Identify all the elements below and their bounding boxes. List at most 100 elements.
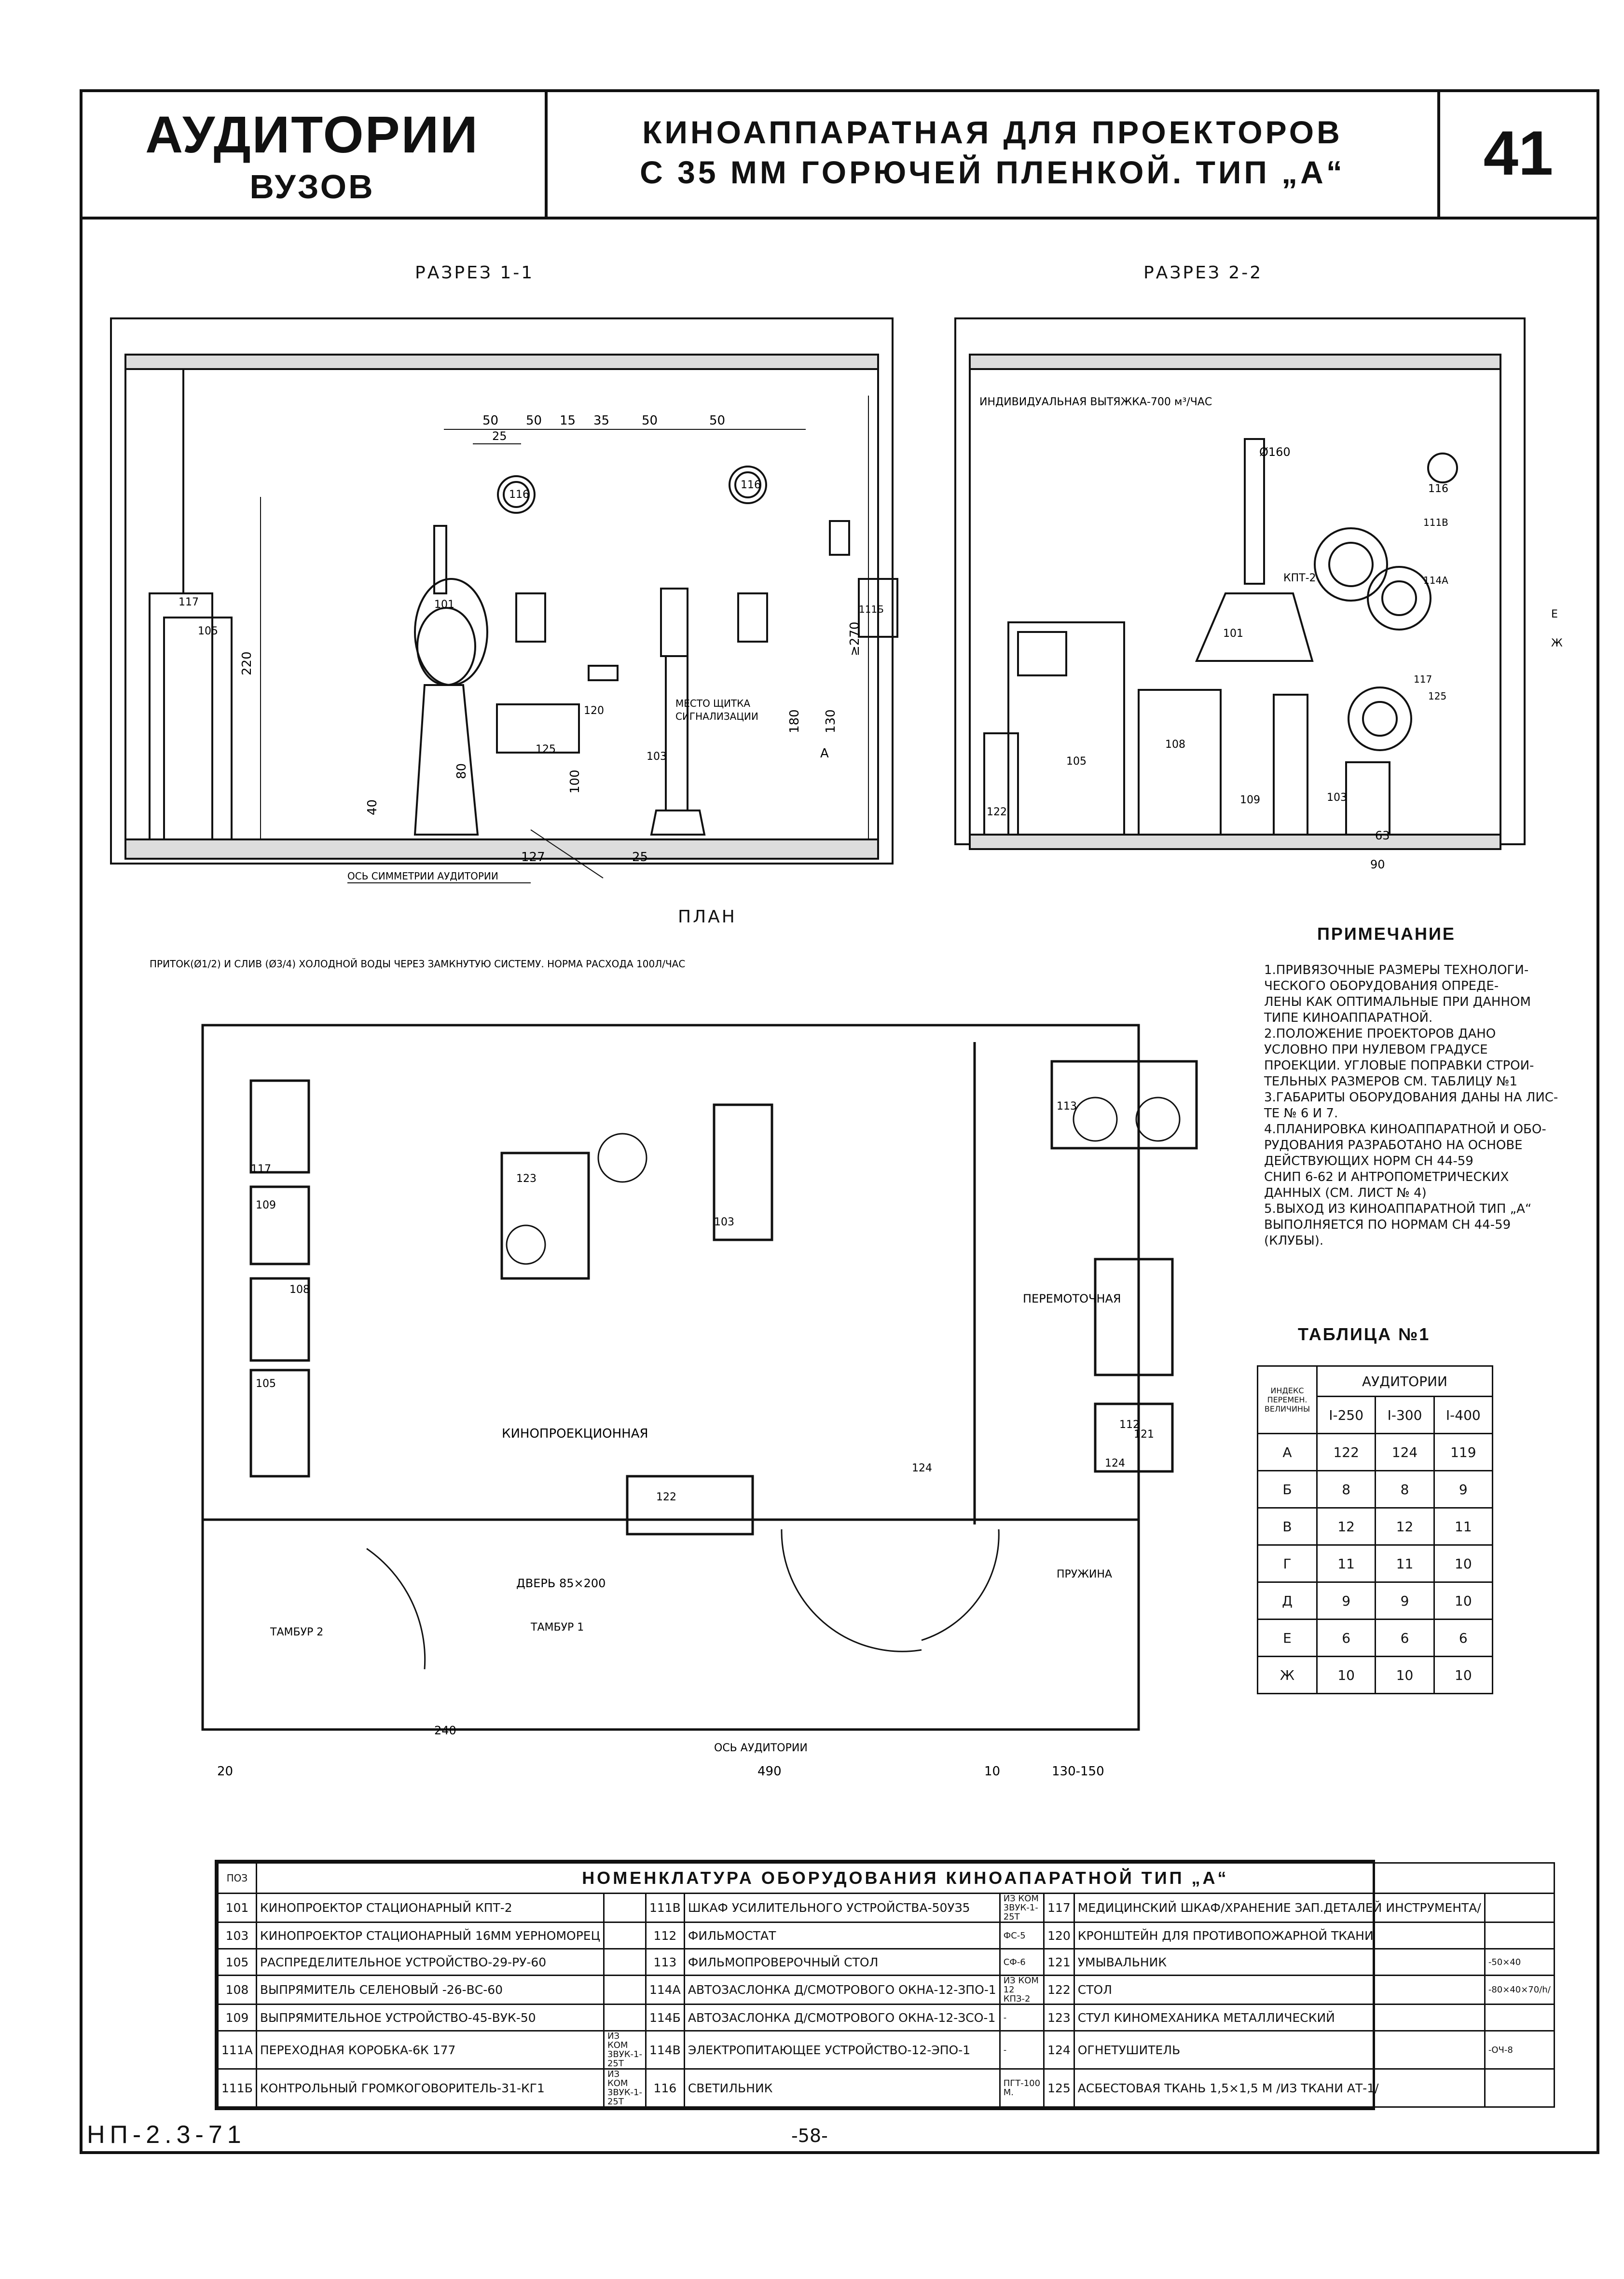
svg-text:103: 103: [714, 1216, 734, 1228]
svg-text:122: 122: [987, 806, 1007, 818]
nom-name-cell: АСБЕСТОВАЯ ТКАНЬ 1,5×1,5 М /ИЗ ТКАНИ АТ-…: [1073, 2068, 1486, 2108]
nom-note-cell: [1484, 2004, 1555, 2032]
table1-cell: 124: [1375, 1433, 1435, 1471]
svg-text:15: 15: [560, 413, 576, 428]
svg-text:109: 109: [1240, 794, 1260, 806]
svg-text:117: 117: [1414, 673, 1432, 685]
table1-cell: Е: [1257, 1619, 1318, 1657]
series-title: АУДИТОРИИ: [145, 105, 479, 164]
svg-text:108: 108: [289, 1284, 310, 1296]
nom-note-cell: ИЗ КОМ 3ВУК-1-25Т: [603, 2030, 647, 2070]
nom-pos-cell: 117: [1043, 1893, 1075, 1923]
svg-text:25: 25: [492, 429, 507, 443]
table1-cell: 12: [1316, 1507, 1376, 1546]
nom-name-cell: КИНОПРОЕКТОР СТАЦИОНАРНЫЙ КПТ-2: [255, 1893, 605, 1923]
plan-title: ПЛАН: [678, 907, 737, 927]
table1-cell: 6: [1316, 1619, 1376, 1657]
svg-text:63: 63: [1375, 829, 1390, 842]
svg-text:100: 100: [568, 769, 582, 794]
title-cell-main: КИНОАППАРАТНАЯ ДЛЯ ПРОЕКТОРОВ С 35 ММ ГО…: [548, 89, 1440, 217]
svg-text:105: 105: [198, 625, 218, 637]
svg-text:111В: 111В: [1423, 517, 1448, 528]
table1-cell: 122: [1316, 1433, 1376, 1471]
table1-cell: 9: [1375, 1581, 1435, 1620]
table1-cell: 10: [1433, 1544, 1494, 1583]
table1-cell: 11: [1433, 1507, 1494, 1546]
nom-name-cell: ВЫПРЯМИТЕЛЬНОЕ УСТРОЙСТВО-45-ВУК-50: [255, 2004, 605, 2032]
nom-note-cell: ФС-5: [999, 1922, 1045, 1950]
table1-cell: 10: [1433, 1581, 1494, 1620]
nom-name-cell: ОГНЕТУШИТЕЛЬ: [1073, 2030, 1486, 2070]
nom-pos-cell: 109: [217, 2004, 257, 2032]
nom-pos-header: ПОЗ: [217, 1862, 257, 1894]
section-1-axis-label: ОСЬ СИММЕТРИИ АУДИТОРИИ: [347, 870, 498, 882]
nom-pos-cell: 113: [645, 1948, 685, 1976]
nom-name-cell: УМЫВАЛЬНИК: [1073, 1948, 1486, 1976]
nom-note-cell: [1484, 2068, 1555, 2108]
nom-note-cell: ПГТ-100 М.: [999, 2068, 1045, 2108]
svg-text:117: 117: [179, 596, 199, 608]
nom-name-cell: ЭЛЕКТРОПИТАЮЩЕЕ УСТРОЙСТВО-12-ЭПО-1: [683, 2030, 1001, 2070]
nom-pos-cell: 111Б: [217, 2068, 257, 2108]
svg-text:127: 127: [521, 850, 545, 865]
nom-note-cell: -80×40×70/h/: [1484, 1975, 1555, 2005]
svg-text:СИГНАЛИЗАЦИИ: СИГНАЛИЗАЦИИ: [675, 711, 758, 722]
svg-text:220: 220: [240, 651, 254, 675]
nom-pos-cell: 108: [217, 1975, 257, 2005]
nomenclature-table: ПОЗ НОМЕНКЛАТУРА ОБОРУДОВАНИЯ КИНОАПАРАТ…: [215, 1860, 1555, 2110]
svg-text:≥270: ≥270: [848, 622, 862, 656]
table1-col-header: I-300: [1375, 1396, 1435, 1434]
svg-text:50: 50: [482, 413, 498, 428]
plan-axis-label: ОСЬ АУДИТОРИИ: [714, 1742, 808, 1754]
svg-text:111Б: 111Б: [859, 604, 884, 615]
plan-drawing: ПРИТОК(Ø1/2) И СЛИВ (Ø3/4) ХОЛОДНОЙ ВОДЫ…: [150, 958, 1198, 1779]
projector-kpt-label: КПТ-2: [1283, 572, 1316, 584]
nom-name-cell: ПЕРЕХОДНАЯ КОРОБКА-6К 177: [255, 2030, 605, 2070]
nom-note-cell: -: [999, 2030, 1045, 2070]
table1-cell: Г: [1257, 1544, 1318, 1583]
nomenclature-title: НОМЕНКЛАТУРА ОБОРУДОВАНИЯ КИНОАПАРАТНОЙ …: [255, 1862, 1555, 1894]
nom-name-cell: РАСПРЕДЕЛИТЕЛЬНОЕ УСТРОЙСТВО-29-РУ-60: [255, 1948, 605, 1976]
sheet-title-line1: КИНОАППАРАТНАЯ ДЛЯ ПРОЕКТОРОВ: [642, 114, 1343, 150]
spring-label: ПРУЖИНА: [1057, 1568, 1112, 1580]
table1-cell: В: [1257, 1507, 1318, 1546]
note-item: 5.ВЫХОД ИЗ КИНОАППАРАТНОЙ ТИП „А“ ВЫПОЛН…: [1264, 1202, 1532, 1248]
nom-note-cell: ИЗ КОМ 3ВУК-1-25Т: [603, 2068, 647, 2108]
svg-text:90: 90: [1370, 858, 1385, 871]
nom-name-cell: КРОНШТЕЙН ДЛЯ ПРОТИВОПОЖАРНОЙ ТКАНИ: [1073, 1922, 1486, 1950]
water-note: ПРИТОК(Ø1/2) И СЛИВ (Ø3/4) ХОЛОДНОЙ ВОДЫ…: [150, 958, 685, 970]
svg-text:180: 180: [787, 709, 802, 733]
nom-name-cell: ВЫПРЯМИТЕЛЬ СЕЛЕНОВЫЙ -26-ВС-60: [255, 1975, 605, 2005]
svg-text:122: 122: [656, 1491, 676, 1503]
nom-name-cell: АВТОЗАСЛОНКА Д/СМОТРОВОГО ОКНА-12-ЗПО-1: [683, 1975, 1001, 2005]
nom-pos-cell: 125: [1043, 2068, 1075, 2108]
svg-text:109: 109: [256, 1199, 276, 1211]
notes-title: ПРИМЕЧАНИЕ: [1317, 924, 1456, 944]
svg-text:113: 113: [1057, 1100, 1077, 1112]
svg-text:МЕСТО ЩИТКА: МЕСТО ЩИТКА: [675, 698, 750, 709]
svg-text:116: 116: [509, 489, 529, 501]
nom-name-cell: КОНТРОЛЬНЫЙ ГРОМКОГОВОРИТЕЛЬ-31-КГ1: [255, 2068, 605, 2108]
svg-text:124: 124: [1105, 1457, 1125, 1469]
sheet-title-line2: С 35 ММ ГОРЮЧЕЙ ПЛЕНКОЙ. ТИП „А“: [640, 154, 1345, 190]
svg-text:101: 101: [1223, 628, 1243, 640]
section-1-title: РАЗРЕЗ 1-1: [415, 263, 535, 283]
table1-cell: 12: [1375, 1507, 1435, 1546]
nom-pos-cell: 103: [217, 1922, 257, 1950]
table1-cell: 11: [1375, 1544, 1435, 1583]
table1-cell: Б: [1257, 1470, 1318, 1509]
note-item: 2.ПОЛОЖЕНИЕ ПРОЕКТОРОВ ДАНО УСЛОВНО ПРИ …: [1264, 1027, 1534, 1089]
svg-text:Е: Е: [1551, 608, 1558, 620]
svg-text:50: 50: [642, 413, 658, 428]
nom-pos-cell: 116: [645, 2068, 685, 2108]
table1-cell: 10: [1433, 1656, 1494, 1694]
svg-text:105: 105: [256, 1378, 276, 1390]
